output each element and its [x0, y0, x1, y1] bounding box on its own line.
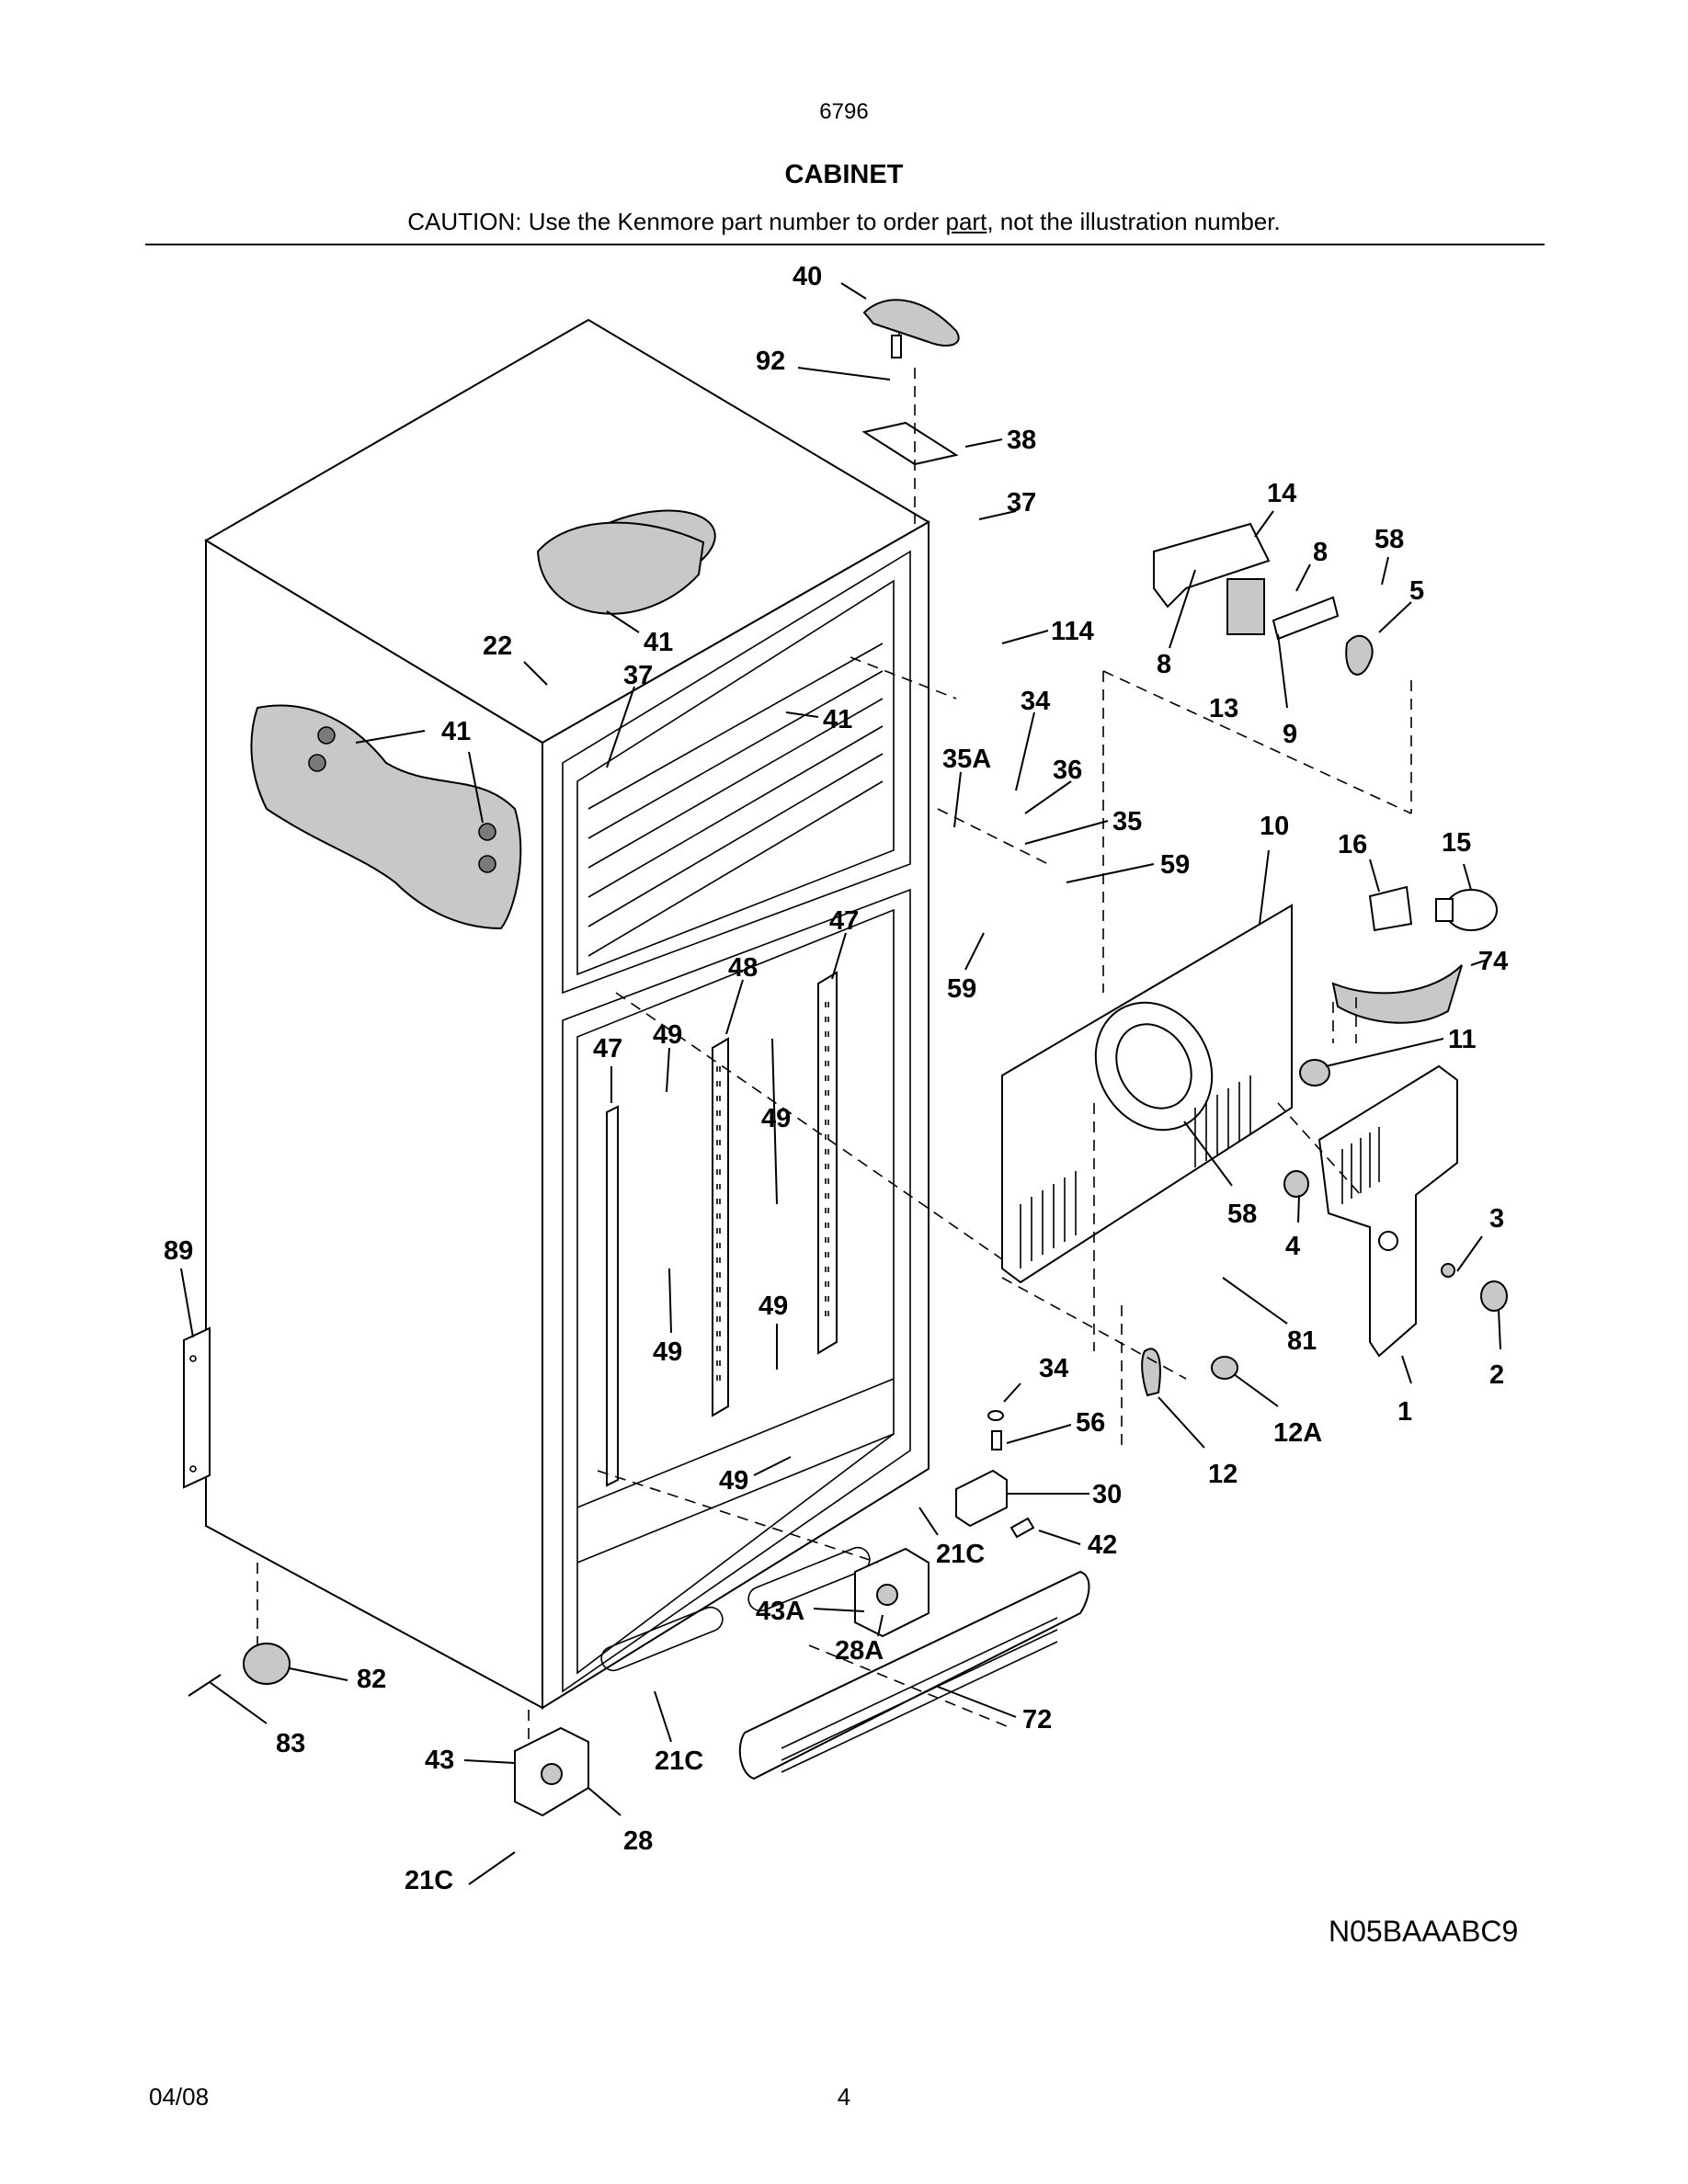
base-grille	[738, 1570, 1090, 1780]
cabinet-body	[204, 318, 930, 1710]
callout-16: 16	[1338, 830, 1367, 859]
caution-text-start: CAUTION: Use the Kenmore part number to …	[407, 208, 946, 235]
top-hinge-assembly	[861, 299, 960, 524]
fan-motor-assembly	[1153, 522, 1374, 676]
revision-date: 04/08	[149, 2083, 210, 2110]
callout-22: 22	[483, 631, 512, 661]
callout-30: 30	[1092, 1480, 1122, 1509]
callout-21C: 21C	[936, 1540, 985, 1569]
callout-37: 37	[1007, 488, 1036, 518]
callout-72: 72	[1022, 1705, 1052, 1735]
callout-89: 89	[164, 1236, 193, 1266]
callout-28: 28	[623, 1826, 653, 1856]
callout-11: 11	[1448, 1025, 1477, 1054]
callout-34: 34	[1039, 1354, 1068, 1383]
callout-15: 15	[1442, 828, 1471, 858]
callout-59: 59	[947, 974, 976, 1004]
callout-74: 74	[1478, 947, 1508, 976]
callout-labels: 40 92 38 37 14 8 58 5 22 41 37 41 114 8 …	[164, 262, 1508, 1895]
callout-49: 49	[758, 1291, 788, 1321]
callout-41: 41	[644, 628, 673, 657]
callout-58: 58	[1374, 525, 1404, 554]
callout-4: 4	[1285, 1232, 1300, 1261]
callout-47: 47	[593, 1034, 622, 1064]
lower-small-parts	[955, 1348, 1238, 1539]
callout-56: 56	[1076, 1408, 1105, 1438]
callout-43A: 43A	[756, 1597, 804, 1626]
callout-82: 82	[357, 1665, 386, 1694]
callout-8: 8	[1157, 650, 1171, 679]
callout-34: 34	[1021, 687, 1050, 716]
callout-35A: 35A	[942, 745, 991, 774]
callout-2: 2	[1489, 1360, 1504, 1390]
callout-40: 40	[793, 262, 822, 291]
callout-42: 42	[1088, 1530, 1117, 1560]
callout-12: 12	[1208, 1460, 1237, 1489]
callout-28A: 28A	[835, 1636, 884, 1666]
callout-12A: 12A	[1273, 1418, 1322, 1448]
callout-49: 49	[653, 1020, 682, 1050]
callout-21C: 21C	[405, 1866, 453, 1895]
header-divider	[145, 244, 1545, 245]
page-number: 4	[837, 2083, 851, 2110]
callout-5: 5	[1409, 576, 1424, 606]
model-number: 6796	[819, 99, 869, 124]
callout-8: 8	[1313, 538, 1328, 567]
callout-58: 58	[1227, 1200, 1257, 1229]
evaporator-cover-panel	[1001, 904, 1293, 1284]
shelf-standards	[606, 971, 838, 1487]
section-title: CABINET	[784, 160, 904, 189]
callout-37: 37	[623, 661, 653, 690]
callout-35: 35	[1112, 807, 1142, 836]
callout-83: 83	[276, 1729, 305, 1758]
callout-49: 49	[719, 1466, 748, 1496]
leveler-roller-assemblies	[188, 1547, 930, 1817]
callout-3: 3	[1489, 1204, 1504, 1234]
callout-14: 14	[1267, 479, 1296, 508]
diagram-code: N05BAAABC9	[1329, 1915, 1519, 1948]
callout-10: 10	[1260, 812, 1289, 841]
callout-43: 43	[425, 1746, 454, 1775]
callout-114: 114	[1051, 617, 1094, 646]
explode-lines	[257, 656, 1412, 1746]
callout-49: 49	[761, 1104, 791, 1133]
callout-49: 49	[653, 1337, 682, 1367]
control-housing	[1283, 1064, 1508, 1358]
callout-38: 38	[1007, 426, 1036, 455]
callout-47: 47	[829, 906, 859, 936]
callout-41: 41	[823, 705, 852, 734]
side-bracket	[183, 1326, 211, 1489]
caution-text-end: , not the illustration number.	[987, 208, 1281, 235]
callout-9: 9	[1283, 720, 1297, 749]
caution-note: CAUTION: Use the Kenmore part number to …	[0, 208, 1688, 236]
callout-92: 92	[756, 347, 785, 376]
callout-36: 36	[1053, 756, 1082, 785]
callout-13: 13	[1209, 694, 1238, 723]
callout-41: 41	[441, 717, 471, 746]
light-assembly	[1299, 885, 1498, 1086]
callout-21C: 21C	[655, 1746, 703, 1776]
hinge-insulation-panel	[250, 704, 522, 930]
callout-48: 48	[728, 953, 758, 983]
callout-81: 81	[1287, 1326, 1317, 1356]
callout-59: 59	[1160, 850, 1190, 880]
exploded-cabinet-diagram: 40 92 38 37 14 8 58 5 22 41 37 41 114 8 …	[164, 262, 1508, 1895]
callout-1: 1	[1397, 1397, 1412, 1427]
caution-underlined-word: part	[945, 208, 987, 235]
